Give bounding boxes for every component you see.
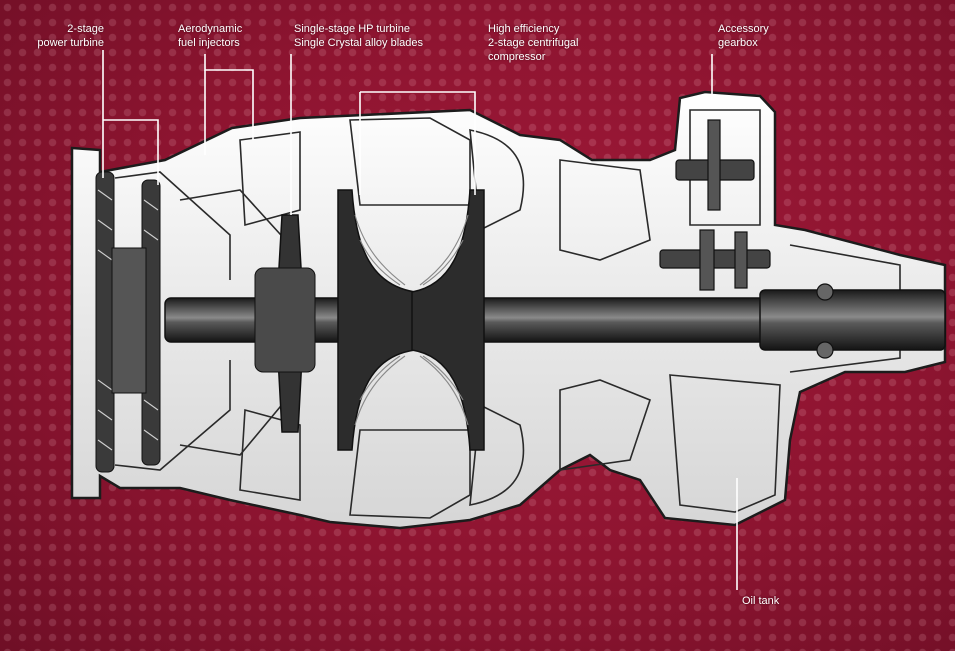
leader-lines [102,50,738,590]
callout-gearbox: Accessory gearbox [718,22,769,50]
callout-oil-tank: Oil tank [742,594,779,608]
compressor-impellers [337,189,485,451]
callout-line: power turbine [37,37,104,49]
hp-turbine-rotor [254,214,316,433]
callout-line: Oil tank [742,595,780,607]
callout-compressor: High efficiency 2-stage centrifugal comp… [488,22,579,64]
callout-line: High efficiency [488,23,560,35]
callout-line: compressor [488,51,546,63]
callout-line: Single Crystal alloy blades [294,37,424,49]
callout-line: Single-stage HP turbine [294,23,410,35]
callout-line: Aerodynamic [178,23,243,35]
gearbox-gears [659,119,834,359]
power-turbine-rotor [95,171,161,473]
callout-fuel-injectors: Aerodynamic fuel injectors [178,22,242,50]
output-shaft [759,289,946,351]
callout-line: 2-stage [67,23,104,35]
callout-line: gearbox [718,37,758,49]
callout-line: fuel injectors [178,37,240,49]
callout-power-turbine: 2-stage power turbine [14,22,104,50]
callout-hp-turbine: Single-stage HP turbine Single Crystal a… [294,22,423,50]
callout-line: 2-stage centrifugal [488,37,579,49]
callout-line: Accessory [718,23,769,35]
